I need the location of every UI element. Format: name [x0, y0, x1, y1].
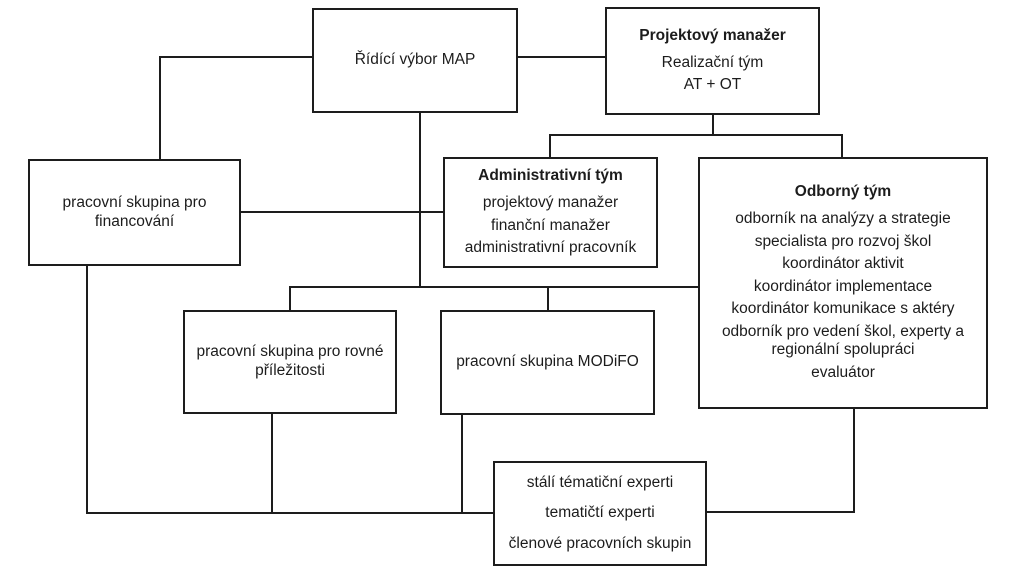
box-text-line: Řídící výbor MAP	[354, 51, 476, 69]
box-title: Projektový manažer	[639, 27, 786, 45]
connector-financovani-admin	[241, 211, 443, 213]
box-pracovni-skupina-financovani: pracovní skupina pro financování	[28, 159, 241, 266]
box-text-line: specialista pro rozvoj škol	[754, 232, 932, 250]
connector-down-to-financovani	[159, 56, 161, 160]
connector-teams-horizontal	[549, 134, 843, 136]
box-title: Odborný tým	[794, 183, 892, 201]
connector-middle-horizontal	[289, 286, 699, 288]
box-text-line: tematičtí experti	[545, 504, 655, 522]
box-text-line: Realizační tým	[661, 53, 764, 71]
box-text-line: evaluátor	[811, 364, 875, 382]
box-text-line: projektový manažer	[482, 193, 619, 211]
box-odborny-tym: Odborný tým odborník na analýzy a strate…	[698, 157, 988, 409]
box-text-line: finanční manažer	[491, 216, 610, 234]
box-tematicti-experti: stálí tématiční experti tematičtí experti…	[493, 461, 707, 566]
connector-projektovy-down	[712, 115, 714, 136]
box-text-line: administrativní pracovník	[464, 239, 637, 257]
connector-rovne-down	[271, 413, 273, 514]
box-lines: Realizační tým AT + OT	[656, 50, 770, 99]
box-lines: projektový manažer finanční manažer admini…	[459, 190, 642, 262]
box-text-line: stálí tématiční experti	[526, 473, 674, 491]
connector-financovani-down	[86, 265, 88, 514]
connector-bottom-horizontal	[86, 512, 495, 514]
box-administrativni-tym: Administrativní tým projektový manažer fi…	[443, 157, 658, 268]
box-text-line: pracovní skupina pro financování	[62, 193, 207, 230]
connector-ridici-down	[419, 113, 421, 288]
box-text-line: koordinátor implementace	[753, 277, 933, 295]
box-text-line: pracovní skupina pro rovné příležitosti	[196, 343, 384, 379]
connector-down-to-odborny	[841, 134, 843, 158]
box-text-line: odborník pro vedení škol, experty a regi…	[721, 322, 965, 359]
connector-down-to-admin	[549, 134, 551, 158]
connector-ridici-projektovy	[518, 56, 605, 58]
box-lines: odborník na analýzy a strategie specialis…	[700, 206, 986, 387]
connector-down-to-modifo	[547, 286, 549, 311]
box-pracovni-skupina-modifo: pracovní skupina MODiFO	[440, 310, 655, 415]
box-text-line: AT + OT	[683, 76, 742, 94]
connector-modifo-down	[461, 414, 463, 514]
connector-experti-right	[707, 511, 855, 513]
box-title: Administrativní tým	[478, 167, 623, 185]
box-projektovy-manazer: Projektový manažer Realizační tým AT + OT	[605, 7, 820, 115]
connector-odborny-down	[853, 409, 855, 513]
connector-down-to-rovne	[289, 286, 291, 311]
box-text-line: koordinátor aktivit	[782, 255, 904, 273]
box-text-line: odborník na analýzy a strategie	[735, 209, 951, 227]
connector-ridici-left-horizontal	[160, 56, 312, 58]
box-ridici-vybor-map: Řídící výbor MAP	[312, 8, 518, 113]
box-text-line: pracovní skupina MODiFO	[456, 353, 639, 371]
box-pracovni-skupina-rovne-prilezitosti: pracovní skupina pro rovné příležitosti	[183, 310, 397, 414]
box-text-line: členové pracovních skupin	[508, 534, 692, 552]
box-text-line: koordinátor komunikace s aktéry	[731, 300, 955, 318]
